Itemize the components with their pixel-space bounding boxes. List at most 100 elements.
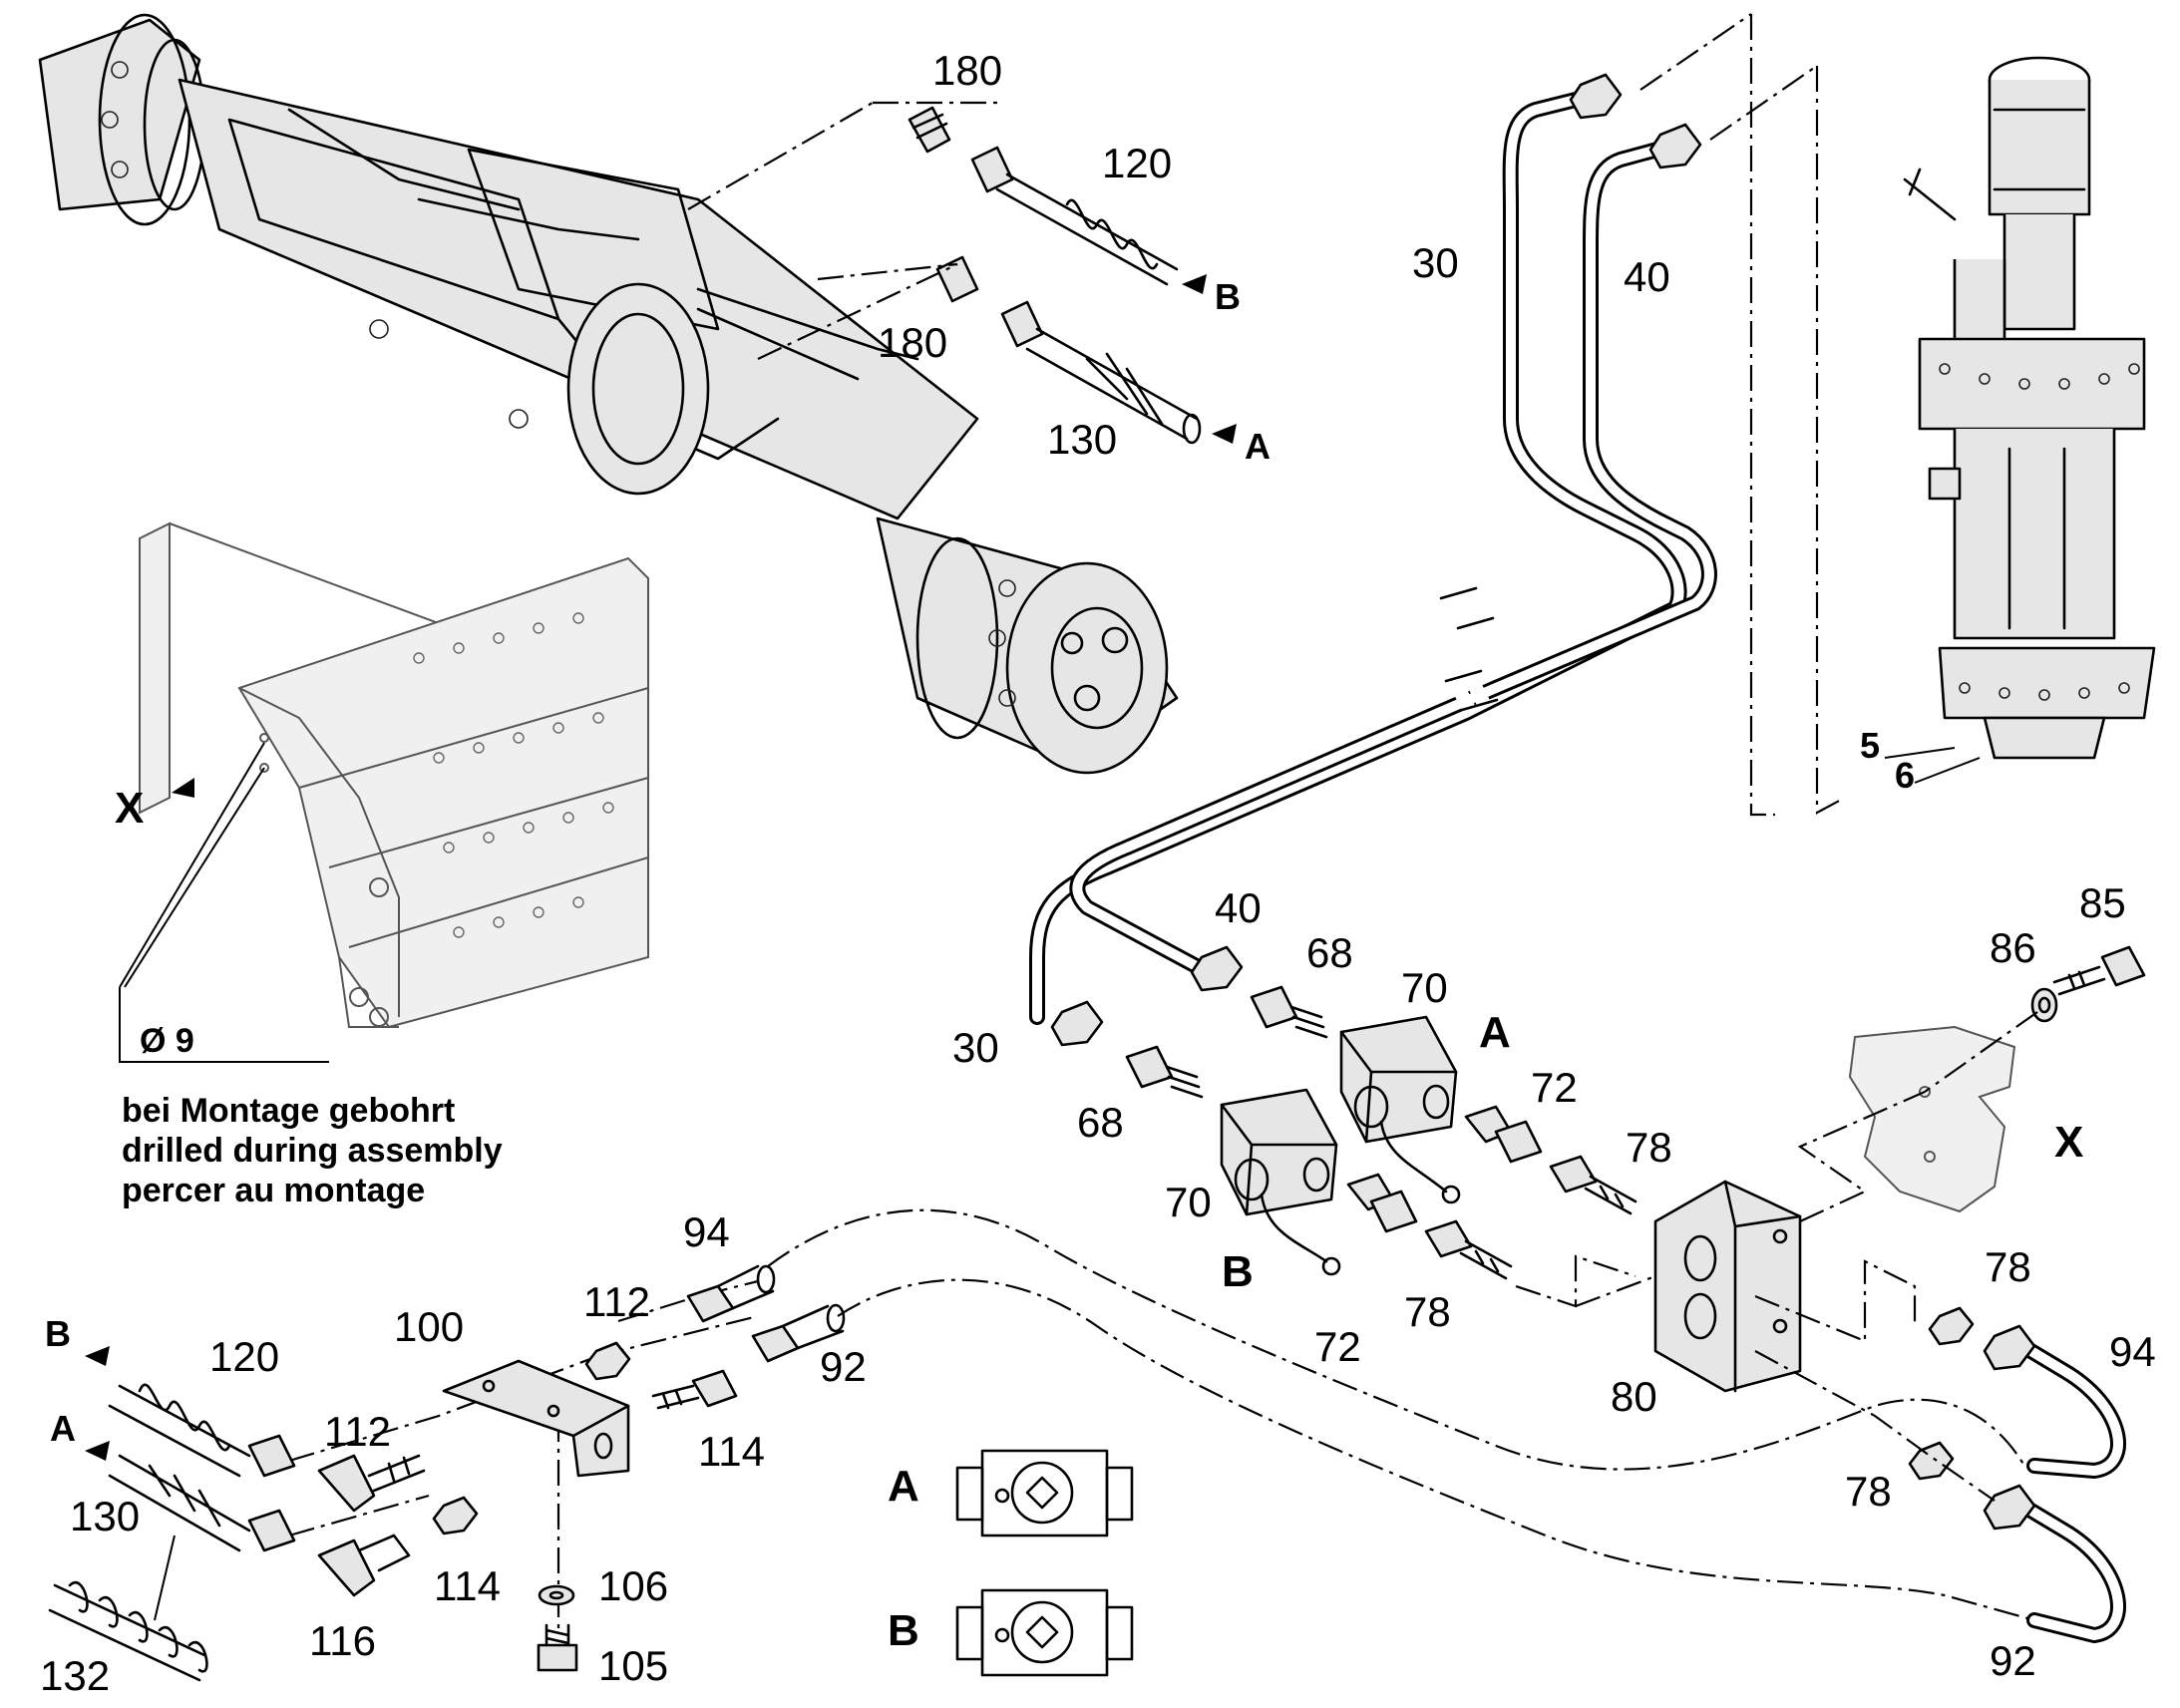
hose-120-lower bbox=[108, 1383, 296, 1478]
label-78-lower: 78 bbox=[1404, 1288, 1451, 1335]
nut-112-upper bbox=[584, 1341, 631, 1381]
label-112-lower: 112 bbox=[324, 1408, 391, 1455]
leader-132 bbox=[154, 1535, 176, 1621]
leader-5-6 bbox=[1884, 747, 1981, 784]
label-b-top: B bbox=[1215, 276, 1241, 317]
hose-180-lower bbox=[935, 255, 979, 303]
pipe-92-right bbox=[1983, 1484, 2126, 1643]
label-116: 116 bbox=[309, 1617, 376, 1664]
label-92-stub: 92 bbox=[820, 1343, 867, 1390]
dash-bracket-100-links bbox=[597, 1279, 759, 1358]
valve-detail-b bbox=[955, 1588, 1134, 1677]
pipe-nut-40-top bbox=[1648, 123, 1702, 170]
label-114-lower: 114 bbox=[434, 1562, 501, 1609]
label-70-upper: 70 bbox=[1401, 964, 1448, 1011]
hose-120-upper bbox=[970, 146, 1179, 286]
dash-pipe-tops bbox=[1639, 13, 1818, 141]
pipe-94-right bbox=[1983, 1324, 2126, 1479]
bracket-100 bbox=[442, 1359, 630, 1478]
label-85: 85 bbox=[2079, 879, 2126, 926]
hole-note-fr: percer au montage bbox=[122, 1172, 425, 1209]
label-b-detail: B bbox=[888, 1606, 919, 1655]
axle-assembly-drawing bbox=[38, 13, 1179, 775]
fitting-78-a bbox=[1549, 1155, 1637, 1215]
pipe-nut-30-mid bbox=[1050, 1000, 1104, 1047]
pipe-nut-30-top bbox=[1569, 73, 1623, 120]
hose-180-upper bbox=[908, 106, 951, 154]
bolt-85 bbox=[2052, 945, 2146, 996]
bracket-80 bbox=[1653, 1180, 1802, 1393]
fitting-68-upper bbox=[1250, 985, 1328, 1039]
label-114-upper: 114 bbox=[698, 1428, 765, 1475]
pipe-30 bbox=[1029, 87, 1687, 1025]
label-100: 100 bbox=[394, 1303, 464, 1350]
nut-114-lower bbox=[432, 1496, 479, 1536]
dash-washer-to-plate bbox=[1924, 1011, 2038, 1093]
label-a-valve: A bbox=[1479, 1008, 1511, 1057]
valve-70-b bbox=[1220, 1088, 1341, 1276]
elbow-116 bbox=[317, 1534, 411, 1597]
label-80: 80 bbox=[1611, 1373, 1657, 1420]
hole-diameter-label: Ø 9 bbox=[140, 1022, 194, 1060]
dash-line-40-return bbox=[1815, 66, 1846, 815]
label-78-right-upper: 78 bbox=[1985, 1243, 2031, 1290]
label-180-top: 180 bbox=[932, 47, 1002, 94]
pipe-break-marks bbox=[1439, 586, 1499, 712]
label-130-bottom: 130 bbox=[70, 1493, 140, 1539]
label-6: 6 bbox=[1895, 755, 1915, 796]
label-105: 105 bbox=[598, 1642, 668, 1689]
dash-78-to-bracket bbox=[1515, 1254, 1656, 1308]
label-112-upper: 112 bbox=[583, 1278, 650, 1325]
label-120-top: 120 bbox=[1102, 140, 1172, 186]
label-130-top: 130 bbox=[1047, 416, 1117, 463]
mounting-plate-x bbox=[1848, 1025, 2016, 1213]
washer-106 bbox=[538, 1584, 575, 1606]
nut-78-right-lower bbox=[1908, 1441, 1955, 1481]
fitting-68-lower bbox=[1125, 1045, 1204, 1099]
washer-86 bbox=[2030, 987, 2058, 1023]
fitting-72-a bbox=[1464, 1105, 1543, 1164]
label-94-right: 94 bbox=[2109, 1328, 2156, 1375]
label-94-stub: 94 bbox=[683, 1208, 730, 1255]
dash-94-route bbox=[767, 1208, 2025, 1471]
label-120-bottom: 120 bbox=[209, 1333, 279, 1380]
label-68-lower: 68 bbox=[1077, 1099, 1124, 1146]
label-x-right: X bbox=[2054, 1118, 2083, 1167]
label-70-lower: 70 bbox=[1165, 1179, 1212, 1225]
label-40-mid: 40 bbox=[1215, 884, 1262, 931]
pipe-92-stub bbox=[751, 1303, 846, 1363]
pipe-break-gaps bbox=[1444, 589, 1493, 717]
label-72-upper: 72 bbox=[1531, 1064, 1578, 1111]
label-78-upper: 78 bbox=[1626, 1124, 1672, 1171]
pipe-94-stub bbox=[686, 1264, 776, 1323]
arrow-b-top-icon bbox=[1182, 274, 1207, 294]
label-a-top: A bbox=[1245, 426, 1271, 467]
label-a-bottom: A bbox=[50, 1408, 76, 1449]
label-30-mid: 30 bbox=[952, 1024, 999, 1071]
hose-130-upper bbox=[1000, 300, 1202, 445]
nut-78-right-upper bbox=[1928, 1306, 1975, 1346]
spiral-guard-132 bbox=[48, 1581, 208, 1682]
label-68-upper: 68 bbox=[1306, 929, 1353, 976]
label-b-bottom: B bbox=[45, 1313, 71, 1354]
dash-92-route bbox=[837, 1278, 2035, 1622]
label-5: 5 bbox=[1860, 725, 1880, 766]
label-132: 132 bbox=[40, 1652, 110, 1699]
label-40-top: 40 bbox=[1624, 253, 1670, 300]
fitting-114-upper bbox=[651, 1369, 738, 1410]
label-78-right-lower: 78 bbox=[1845, 1468, 1892, 1515]
elbow-112 bbox=[317, 1454, 426, 1513]
bolt-105 bbox=[537, 1623, 578, 1672]
valve-70-a bbox=[1339, 1015, 1461, 1204]
leader-axle-dashes bbox=[687, 102, 958, 360]
pipe-40 bbox=[1069, 137, 1717, 985]
dash-bracket-to-92 bbox=[1754, 1350, 1996, 1502]
label-180-mid: 180 bbox=[878, 319, 947, 366]
steering-valve-drawing bbox=[1903, 56, 2156, 760]
hole-note-de: bei Montage gebohrt bbox=[122, 1092, 455, 1130]
dash-bracket-to-plate bbox=[1797, 1090, 1926, 1222]
frame-side-rail-drawing bbox=[119, 521, 649, 1063]
label-106: 106 bbox=[598, 1562, 668, 1609]
hose-130-lower bbox=[108, 1454, 296, 1552]
